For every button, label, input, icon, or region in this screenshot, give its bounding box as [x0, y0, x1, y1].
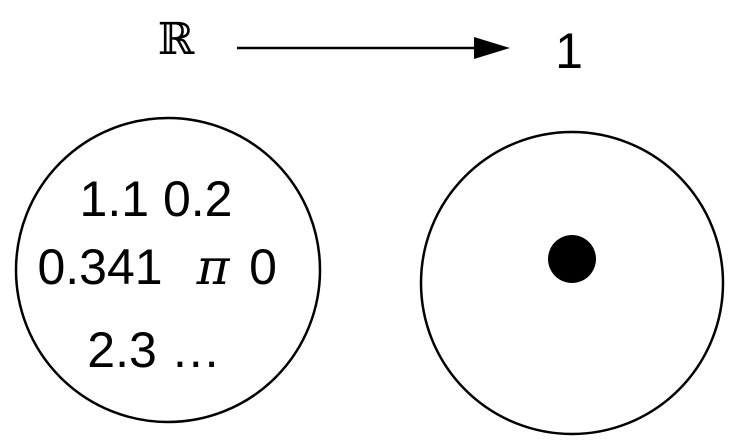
codomain-label: 1	[555, 23, 583, 79]
codomain-point	[548, 235, 596, 283]
domain-set-row-3: 2.3 …	[87, 322, 220, 378]
domain-label: ℝ	[158, 14, 195, 65]
domain-set-row-2-pi: π	[196, 238, 231, 296]
codomain-set-circle	[419, 130, 725, 436]
domain-set-row-2-number: 0.341	[37, 239, 162, 295]
domain-set-row-1: 1.1 0.2	[80, 171, 233, 227]
domain-set-circle	[14, 116, 322, 424]
domain-set-row-2-zero: 0	[249, 239, 277, 295]
map-arrow-head	[474, 37, 510, 59]
